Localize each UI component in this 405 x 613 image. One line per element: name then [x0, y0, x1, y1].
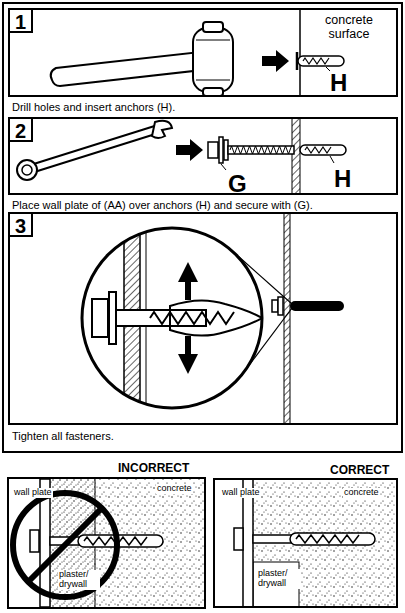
part-letter: H — [330, 70, 347, 96]
hammer — [51, 22, 233, 96]
step-number: 2 — [15, 120, 26, 142]
part-label: plaster/ drywall — [58, 570, 100, 590]
outer-frame — [3, 3, 402, 452]
step-box — [8, 212, 32, 236]
surface-label: concrete surface — [308, 14, 390, 42]
panel-heading: CORRECT — [330, 464, 389, 477]
step-number: 3 — [15, 215, 26, 237]
step-caption: Tighten all fasteners. — [12, 430, 400, 442]
step-box — [8, 117, 32, 141]
panel-frame — [8, 478, 205, 608]
step-number: 1 — [15, 11, 26, 33]
concrete — [253, 479, 397, 607]
arrow — [176, 139, 203, 161]
anchor — [300, 145, 346, 155]
step-box — [8, 8, 32, 32]
step-panel: CORRECTwall plateconcreteplaster/ drywal… — [213, 478, 398, 608]
concrete-surface — [299, 9, 301, 96]
step-panel: 3Tighten all fasteners. — [8, 212, 398, 425]
leader-line — [221, 164, 226, 170]
bolt-anchor — [234, 528, 375, 550]
wall-section — [284, 213, 290, 424]
part-label: concrete — [343, 488, 380, 498]
part-letter: H — [334, 166, 351, 192]
step-panel: 1concrete surfaceHDrill holes and insert… — [8, 8, 398, 97]
part-label: wall plate — [13, 488, 53, 498]
prohibited-sign — [13, 493, 117, 597]
part-letter: G — [228, 171, 247, 197]
wall-section — [292, 118, 300, 194]
part-label: wall plate — [221, 488, 261, 498]
panel-heading: INCORRECT — [118, 462, 189, 475]
wrench — [17, 121, 172, 180]
arrow — [262, 50, 289, 72]
step-caption: Drill holes and insert anchors (H). — [12, 101, 400, 113]
step-panel: INCORRECTwall plateconcreteplaster/ dryw… — [8, 478, 205, 608]
installed-anchor — [272, 297, 344, 315]
step-panel: 2GHPlace wall plate of (AA) over anchors… — [8, 117, 398, 195]
part-label: plaster/ drywall — [257, 569, 301, 589]
magnifier-circle — [82, 228, 262, 408]
part-label: concrete — [156, 484, 193, 494]
anchor — [297, 52, 344, 71]
bolt — [208, 137, 294, 163]
leader-line — [330, 156, 334, 163]
wall-plate — [243, 479, 253, 607]
step-caption: Place wall plate of (AA) over anchors (H… — [12, 199, 400, 211]
bolt-anchor — [30, 530, 163, 552]
